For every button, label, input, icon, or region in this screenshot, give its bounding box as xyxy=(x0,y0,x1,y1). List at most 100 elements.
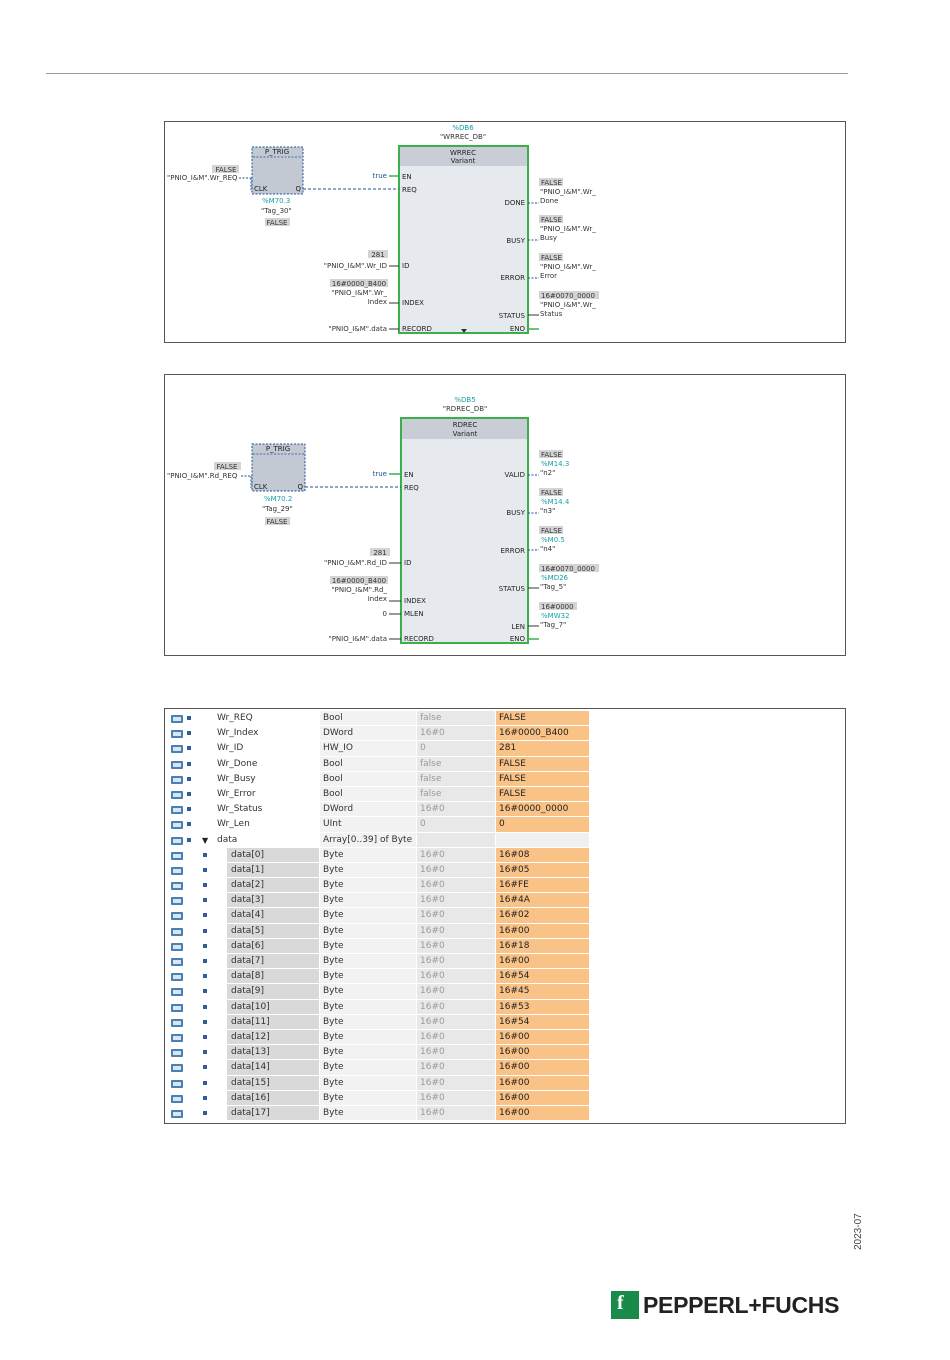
variable-monitor-value[interactable]: FALSE xyxy=(496,786,589,802)
variable-type: Bool xyxy=(320,771,416,786)
variable-monitor-value[interactable]: 16#54 xyxy=(496,969,589,984)
variable-monitor-value[interactable] xyxy=(496,832,589,847)
wrrec-block[interactable] xyxy=(398,145,529,334)
variable-start-value[interactable]: 16#0 xyxy=(417,1029,495,1045)
variable-monitor-value[interactable]: 16#45 xyxy=(496,984,589,999)
variable-monitor-value[interactable]: 16#08 xyxy=(496,847,589,862)
retain-marker-icon xyxy=(203,848,208,862)
variable-start-value[interactable]: 16#0 xyxy=(417,1060,495,1075)
variable-start-value[interactable]: 16#0 xyxy=(417,999,495,1014)
variable-monitor-value[interactable]: 281 xyxy=(496,741,589,756)
variable-start-value[interactable]: 16#0 xyxy=(417,969,495,984)
rdrec-block[interactable] xyxy=(400,417,529,644)
variable-start-value[interactable] xyxy=(417,832,495,847)
variable-monitor-value[interactable]: 16#02 xyxy=(496,908,589,923)
variable-start-value[interactable]: false xyxy=(417,786,495,802)
rdrec-status-value: 16#0070_0000 xyxy=(541,565,595,573)
variable-start-value[interactable]: 0 xyxy=(417,817,495,832)
variable-monitor-value[interactable]: 0 xyxy=(496,817,589,832)
retain-marker-icon xyxy=(187,711,192,725)
variable-monitor-value[interactable]: 16#00 xyxy=(496,1029,589,1045)
variable-start-value[interactable]: 16#0 xyxy=(417,908,495,923)
rdrec-pin-status: STATUS xyxy=(499,585,526,593)
variable-start-value[interactable]: 16#0 xyxy=(417,1045,495,1060)
variable-start-value[interactable]: 16#0 xyxy=(417,923,495,938)
variable-monitor-value[interactable]: 16#18 xyxy=(496,938,589,953)
expand-arrow-icon[interactable]: ▼ xyxy=(202,835,209,845)
variable-start-value[interactable]: 16#0 xyxy=(417,954,495,969)
variable-monitor-value[interactable]: FALSE xyxy=(496,711,589,726)
variable-start-value[interactable]: 16#0 xyxy=(417,726,495,741)
rdrec-ptrig-block[interactable] xyxy=(251,443,306,492)
variable-monitor-value[interactable]: 16#00 xyxy=(496,954,589,969)
tag-icon xyxy=(169,954,185,968)
variable-type: Byte xyxy=(320,1060,416,1075)
variable-monitor-value[interactable]: 16#00 xyxy=(496,923,589,938)
variable-name: Wr_REQ xyxy=(217,713,253,723)
variable-start-value[interactable]: 16#0 xyxy=(417,1014,495,1029)
variable-monitor-value[interactable]: 16#0000_B400 xyxy=(496,726,589,741)
rdrec-ptrig-q: Q xyxy=(297,483,303,491)
variable-name: data[4] xyxy=(227,908,319,923)
variable-monitor-value[interactable]: 16#53 xyxy=(496,999,589,1014)
variable-start-value[interactable]: 0 xyxy=(417,741,495,756)
variable-monitor-value[interactable]: 16#00 xyxy=(496,1045,589,1060)
variable-start-value[interactable]: 16#0 xyxy=(417,1105,495,1121)
variable-monitor-value[interactable]: FALSE xyxy=(496,756,589,771)
variable-start-value[interactable]: 16#0 xyxy=(417,802,495,817)
variable-start-value[interactable]: false xyxy=(417,771,495,786)
variable-monitor-value[interactable]: 16#0000_0000 xyxy=(496,802,589,817)
retain-marker-icon xyxy=(203,1000,208,1014)
variable-start-value[interactable]: false xyxy=(417,756,495,771)
variable-monitor-value[interactable]: 16#00 xyxy=(496,1090,589,1105)
variable-monitor-value[interactable]: 16#FE xyxy=(496,878,589,893)
variable-monitor-value[interactable]: 16#00 xyxy=(496,1105,589,1121)
variable-start-value[interactable]: 16#0 xyxy=(417,1075,495,1090)
variable-start-value[interactable]: 16#0 xyxy=(417,847,495,862)
variable-monitor-value[interactable]: 16#05 xyxy=(496,862,589,878)
variable-monitor-value[interactable]: FALSE xyxy=(496,771,589,786)
rdrec-block-subtitle: Variant xyxy=(453,430,478,438)
variable-monitor-value[interactable]: 16#4A xyxy=(496,893,589,908)
variable-start-value[interactable]: 16#0 xyxy=(417,893,495,908)
wrrec-ptrig-block[interactable] xyxy=(251,146,304,195)
variable-start-value[interactable]: 16#0 xyxy=(417,1090,495,1105)
variable-name: Wr_Status xyxy=(217,804,263,815)
variable-monitor-value[interactable]: 16#00 xyxy=(496,1060,589,1075)
variable-start-value[interactable]: 16#0 xyxy=(417,862,495,878)
variable-monitor-value[interactable]: 16#00 xyxy=(496,1075,589,1090)
variable-monitor-value[interactable]: 16#54 xyxy=(496,1014,589,1029)
variable-start-value[interactable]: 16#0 xyxy=(417,878,495,893)
variable-start-value[interactable]: 16#0 xyxy=(417,938,495,953)
variable-start-value[interactable]: false xyxy=(417,711,495,726)
tag-icon xyxy=(169,1030,185,1044)
variable-start-value[interactable]: 16#0 xyxy=(417,984,495,999)
